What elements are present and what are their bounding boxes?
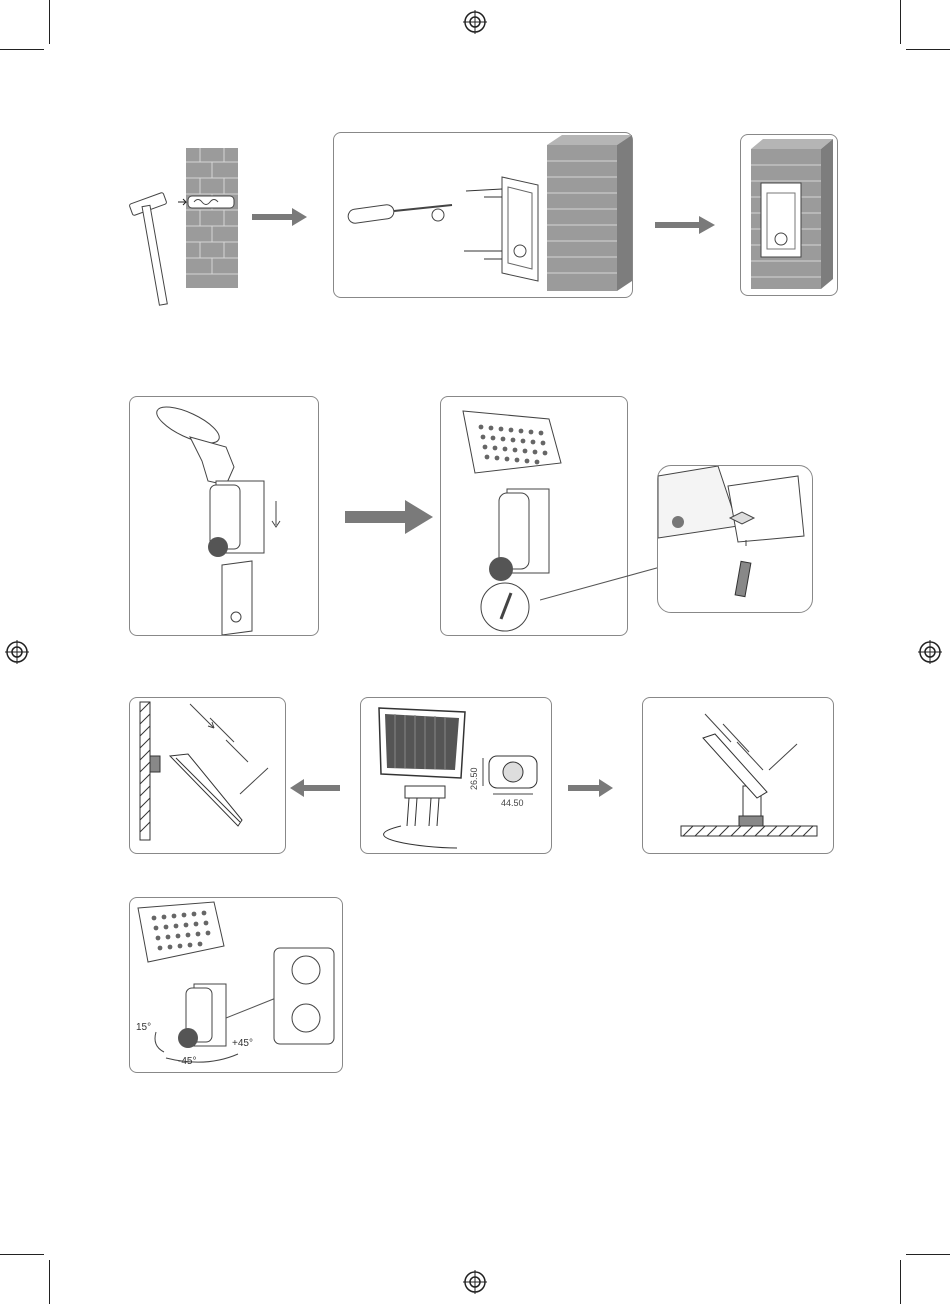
step-bracket-mounted [740,134,838,296]
crop-mark [906,1254,950,1255]
step-ground-mount [642,697,834,854]
brick-column [547,135,632,291]
crop-mark [906,49,950,50]
step-adjust-angle: 15° +45° -45° [129,897,343,1073]
registration-mark-icon [5,640,29,664]
arrow-right-icon [568,779,613,797]
screw-icon [464,189,502,259]
mounting-bracket-icon [502,177,538,281]
crop-mark [900,1260,901,1304]
callout-line [540,560,670,610]
height-dimension: 26.50 [469,767,479,790]
step-attach-light [129,396,319,636]
tilt-angle-label: 15° [136,1022,151,1033]
crop-mark [0,49,44,50]
left-angle-label: -45° [178,1056,196,1067]
step-screw-detail [657,465,813,613]
width-dimension: 44.50 [501,798,524,808]
step-solar-panel-dimensions: 26.50 44.50 [360,697,552,854]
crop-mark [900,0,901,44]
crop-mark [0,1254,44,1255]
registration-mark-icon [463,1270,487,1294]
solar-panel-icon [379,708,465,778]
arrow-right-icon [252,208,307,226]
right-angle-label: +45° [232,1038,253,1049]
arrow-right-icon [655,216,715,234]
hammer-icon [129,192,167,305]
step-screw-bracket [333,132,633,298]
registration-mark-icon [463,10,487,34]
arrow-left-icon [290,779,340,797]
arrow-right-icon [345,500,433,534]
screwdriver-icon [347,204,452,224]
floodlight-icon [463,411,561,473]
registration-mark-icon [918,640,942,664]
crop-mark [49,1260,50,1304]
step-drill-wall [120,140,250,320]
step-wall-mount [129,697,286,854]
crop-mark [49,0,50,44]
